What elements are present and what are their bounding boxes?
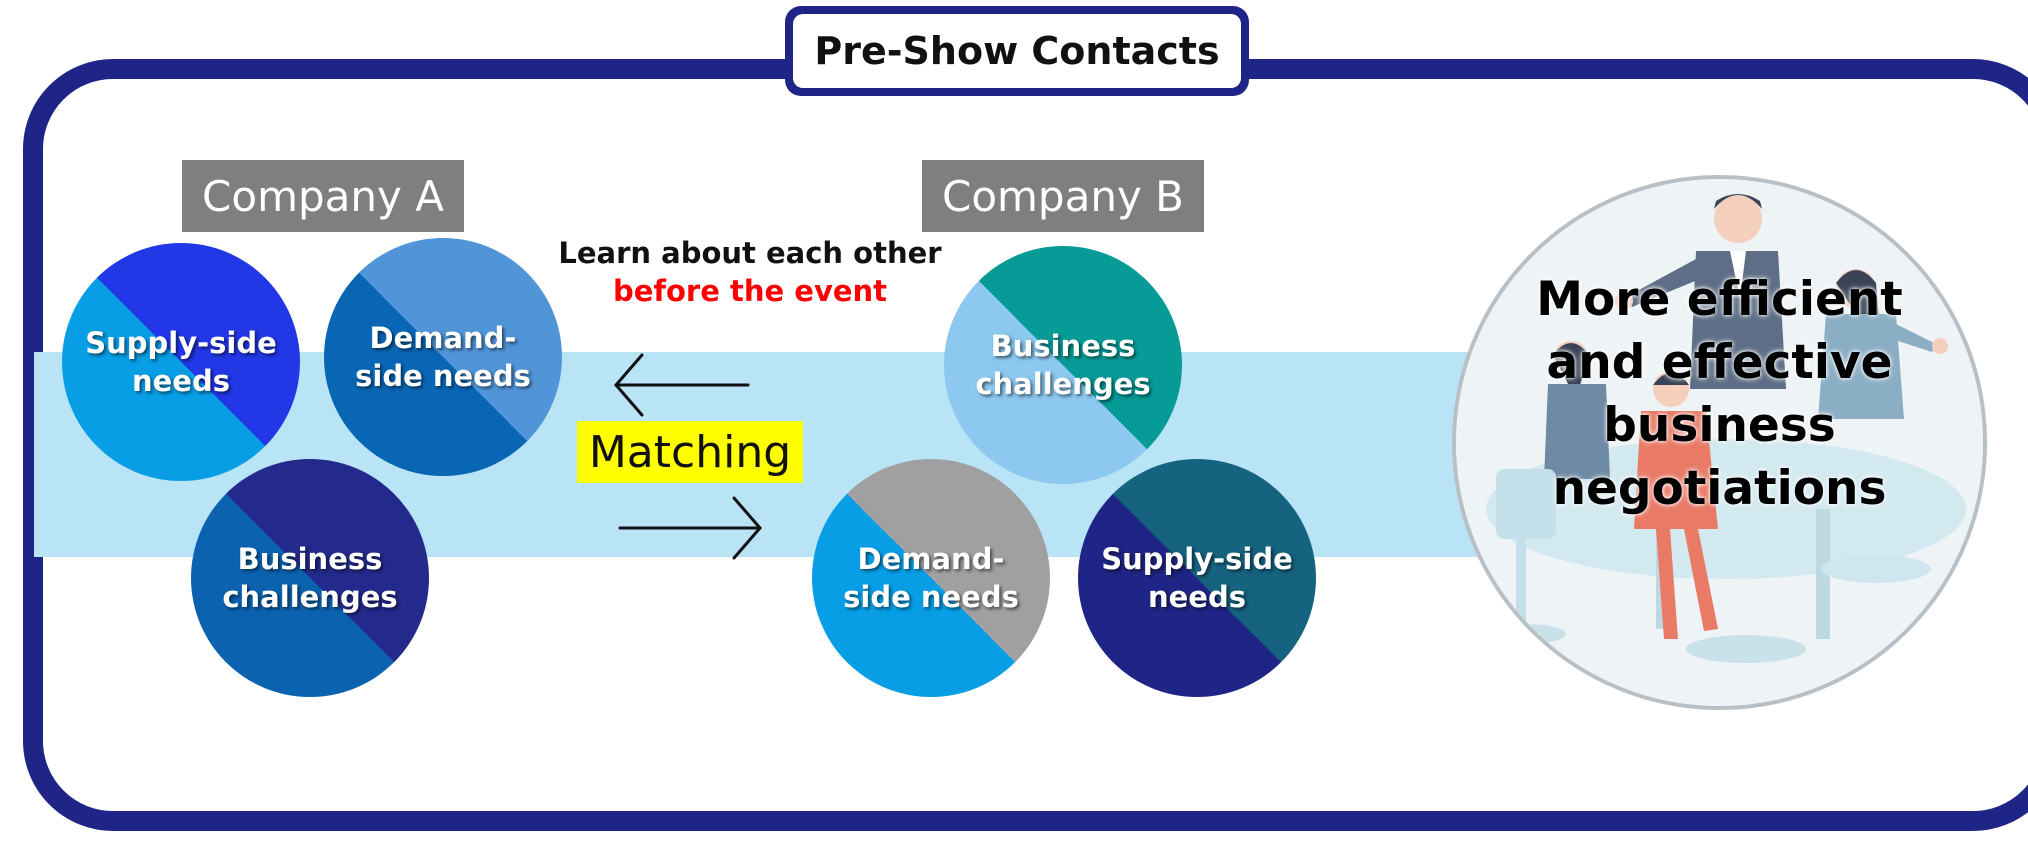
circle-label: Supply-side needs bbox=[85, 326, 277, 398]
learn-caption: Learn about each other before the event bbox=[555, 234, 945, 310]
title-box: Pre-Show Contacts bbox=[785, 6, 1249, 96]
company-a-demand-needs-circle: Demand- side needs bbox=[324, 238, 562, 476]
company-b-label: Company B bbox=[922, 160, 1204, 232]
company-a-label: Company A bbox=[182, 160, 464, 232]
company-b-business-challenges-circle: Business challenges bbox=[944, 246, 1182, 484]
circle-label: Demand- side needs bbox=[843, 542, 1019, 614]
circle-label: Business challenges bbox=[975, 329, 1151, 401]
business-meeting-illustration bbox=[1456, 179, 1983, 706]
circle-label: Business challenges bbox=[222, 542, 398, 614]
result-text-body: More efficient and effective business ne… bbox=[1536, 272, 1903, 516]
circle-label: Supply-side needs bbox=[1101, 542, 1293, 614]
result-circle: More efficient and effective business ne… bbox=[1452, 175, 1987, 710]
matching-label: Matching bbox=[577, 421, 803, 483]
company-a-business-challenges-circle: Business challenges bbox=[191, 459, 429, 697]
learn-caption-line1: Learn about each other bbox=[558, 236, 942, 270]
company-b-demand-needs-circle: Demand- side needs bbox=[812, 459, 1050, 697]
page-title: Pre-Show Contacts bbox=[814, 29, 1220, 73]
learn-caption-line2: before the event bbox=[612, 274, 888, 308]
result-text: More efficient and effective business ne… bbox=[1476, 268, 1963, 520]
company-a-supply-needs-circle: Supply-side needs bbox=[62, 243, 300, 481]
company-b-supply-needs-circle: Supply-side needs bbox=[1078, 459, 1316, 697]
right-arrow-icon bbox=[618, 496, 762, 560]
left-arrow-icon bbox=[614, 353, 750, 417]
matching-arrows bbox=[614, 353, 762, 560]
circle-label: Demand- side needs bbox=[355, 321, 531, 393]
